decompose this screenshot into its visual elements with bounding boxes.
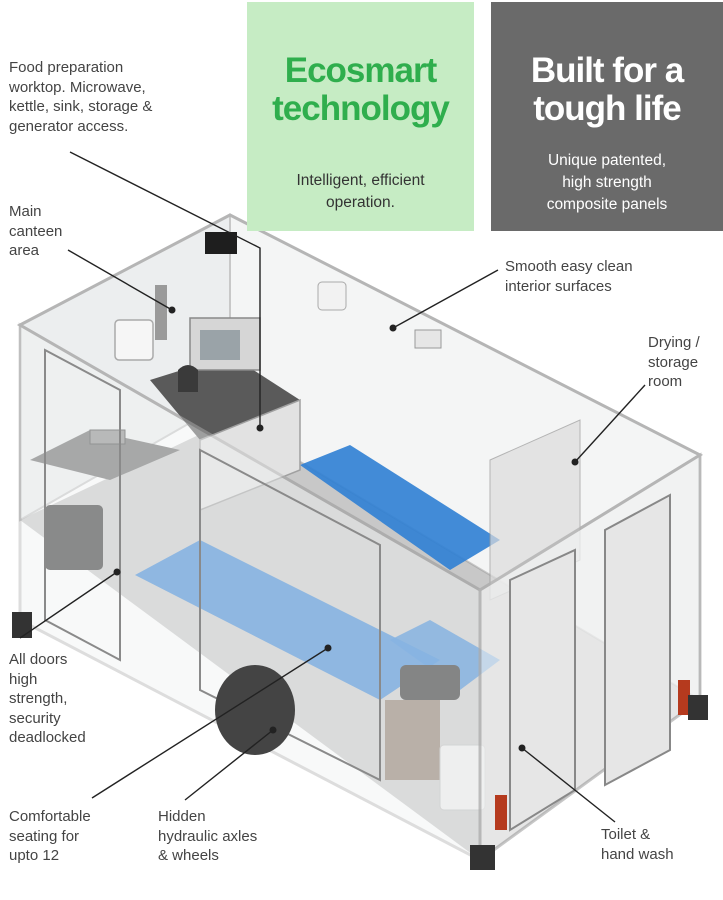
leader-drying-storage	[574, 384, 646, 463]
callout-seating: Comfortable seating for upto 12	[9, 808, 91, 864]
control-unit	[205, 232, 237, 254]
leader-dot-toilet	[518, 744, 526, 752]
corner-foot-left	[12, 612, 32, 638]
end-door-left	[509, 548, 576, 832]
wall-fan	[317, 281, 347, 311]
tail-light-left	[495, 795, 507, 830]
side-door-centre	[199, 448, 381, 782]
toilet-bowl	[400, 665, 460, 700]
leader-food-prep	[69, 151, 261, 428]
end-door-right	[604, 493, 671, 787]
leader-smooth-interior	[392, 269, 499, 329]
leader-dot-seating	[324, 644, 332, 652]
ecosmart-panel: Ecosmart technology Intelligent, efficie…	[247, 2, 474, 231]
sink-counter	[30, 430, 180, 480]
leader-main-canteen	[67, 249, 173, 311]
callout-food-prep: Food preparation worktop. Microwave, ket…	[9, 59, 153, 135]
callout-drying-storage: Drying / storage room	[648, 334, 700, 390]
callout-all-doors: All doors high strength, security deadlo…	[9, 651, 86, 746]
callout-axles: Hidden hydraulic axles & wheels	[158, 808, 258, 864]
storage-box	[385, 700, 440, 780]
leader-dot-all-doors	[113, 568, 121, 576]
microwave-window	[200, 330, 240, 360]
leader-axles	[184, 729, 274, 801]
towel-dispenser	[114, 319, 154, 361]
wall-vent	[414, 329, 442, 349]
tail-light-right	[678, 680, 690, 715]
tough-life-panel: Built for a tough life Unique patented, …	[491, 2, 723, 231]
blue-floor-toilet	[390, 620, 500, 690]
tough-life-subtitle: Unique patented, high strength composite…	[546, 152, 668, 213]
blue-floor-main	[135, 540, 440, 700]
sink	[89, 429, 126, 445]
side-door-left	[44, 348, 121, 662]
leader-dot-drying-storage	[571, 458, 579, 466]
corner-foot-right	[688, 695, 708, 720]
leader-toilet	[521, 747, 616, 823]
blue-floor-rear	[300, 445, 500, 570]
callout-toilet: Toilet & hand wash	[601, 826, 674, 863]
leader-dot-food-prep	[256, 424, 264, 432]
kettle	[178, 365, 198, 392]
water-container	[45, 505, 103, 570]
leader-all-doors	[19, 571, 118, 639]
callout-smooth-interior: Smooth easy clean interior surfaces	[505, 258, 633, 295]
leader-dot-axles	[269, 726, 277, 734]
wheel	[215, 665, 295, 755]
corner-foot-front	[470, 845, 495, 870]
leader-dot-main-canteen	[168, 306, 176, 314]
leader-seating	[91, 647, 329, 799]
tough-life-title: Built for a tough life	[530, 51, 684, 128]
leader-dot-smooth-interior	[389, 324, 397, 332]
callout-main-canteen: Main canteen area	[9, 203, 63, 259]
ecosmart-title: Ecosmart technology	[272, 51, 450, 128]
ecosmart-subtitle: Intelligent, efficient operation.	[296, 172, 425, 211]
flue-pipe	[155, 285, 167, 340]
